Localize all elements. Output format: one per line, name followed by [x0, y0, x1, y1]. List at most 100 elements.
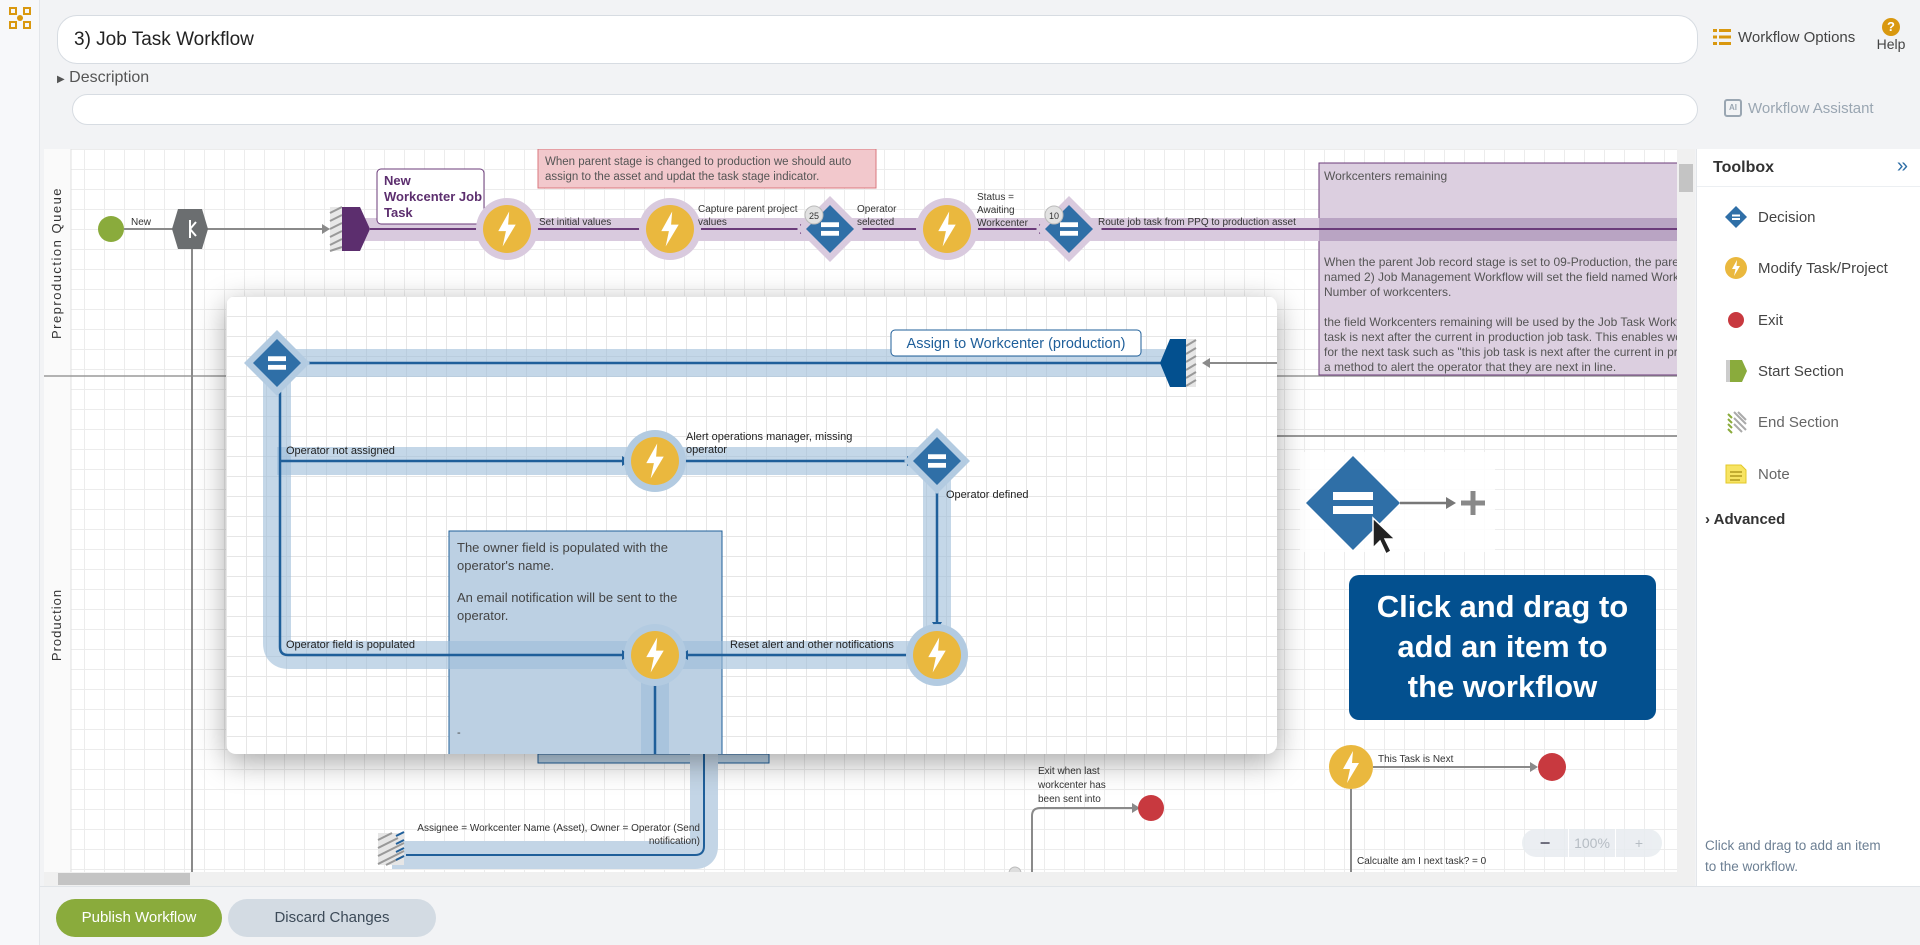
start-section-node[interactable]	[1160, 339, 1186, 387]
end-section-node[interactable]	[1185, 339, 1197, 387]
connector-label: notification)	[649, 836, 700, 847]
connector[interactable]	[1031, 807, 1136, 872]
description-toggle[interactable]: ▶ Description	[57, 69, 149, 87]
note-title: Workcenters remaining	[1324, 169, 1447, 183]
section-label-text: Task	[384, 205, 413, 220]
workflow-title-input[interactable]: 3) Job Task Workflow	[57, 15, 1698, 64]
note-text: Number of workcenters.	[1324, 285, 1451, 299]
description-input[interactable]	[72, 94, 1698, 125]
advanced-toggle[interactable]: › Advanced	[1705, 511, 1785, 528]
start-node[interactable]	[98, 216, 124, 242]
connector-label: Operator defined	[946, 489, 1029, 501]
horizontal-scrollbar[interactable]	[44, 872, 1695, 886]
modify-task-node[interactable]	[1329, 745, 1373, 789]
toolbox-item-exit[interactable]: Exit	[1724, 308, 1783, 332]
note-text: When the parent Job record stage is set …	[1324, 255, 1677, 269]
decision-node[interactable]	[1036, 196, 1102, 262]
advanced-label: Advanced	[1713, 511, 1786, 528]
end-section-node[interactable]	[377, 831, 405, 866]
section-label-box[interactable]: Assign to Workcenter (production)	[890, 329, 1142, 357]
connector-label: Operator	[857, 204, 897, 215]
vertical-scroll-thumb[interactable]	[1679, 164, 1693, 192]
connector-label: Workcenter	[977, 218, 1029, 229]
exit-node[interactable]	[1538, 753, 1566, 781]
ai-chip-icon: AI	[1724, 99, 1742, 117]
connector-label: Route job task from PPQ to production as…	[1098, 217, 1296, 228]
zoom-in-button[interactable]: +	[1634, 835, 1644, 851]
order-badge: 25	[804, 205, 824, 225]
cursor-icon	[1372, 516, 1397, 556]
caret-right-icon: ▶	[57, 74, 65, 85]
toolbox-item-end-section[interactable]: End Section	[1724, 410, 1839, 434]
list-icon	[1713, 29, 1731, 45]
exit-node[interactable]	[1138, 795, 1164, 821]
connector-label: Operator field is populated	[286, 639, 415, 651]
end-section-node[interactable]	[329, 206, 343, 252]
branch-node[interactable]	[172, 209, 208, 249]
badge-text: 10	[1049, 211, 1059, 221]
drag-hint-tooltip: Click and drag to add an item to the wor…	[1349, 575, 1656, 720]
decision-node[interactable]	[904, 428, 970, 494]
note-text: a method to alert the operator that they…	[1324, 360, 1616, 374]
decision-node[interactable]	[797, 196, 863, 262]
toolbox-item-label: Modify Task/Project	[1758, 259, 1888, 277]
note-pink[interactable]: When parent stage is changed to producti…	[537, 149, 877, 189]
badge-text: 25	[809, 211, 819, 221]
toolbox-item-modify-task[interactable]: Modify Task/Project	[1724, 256, 1888, 280]
note-blue[interactable]	[537, 753, 770, 764]
connector-label: This Task is Next	[1378, 754, 1454, 765]
toolbox-item-label: Exit	[1758, 311, 1784, 329]
workflow-logo-icon[interactable]	[8, 6, 32, 30]
note-text: the field Workcenters remaining will be …	[1324, 315, 1677, 329]
start-section-node[interactable]	[342, 207, 370, 251]
toolbox-item-note[interactable]: Note	[1724, 462, 1790, 486]
zoom-control: − 100% +	[1522, 829, 1662, 857]
help-button[interactable]: ? Help	[1873, 18, 1909, 52]
hint-line: Click and drag to add an item	[1705, 838, 1881, 853]
note-workcenters-remaining[interactable]: Workcenters remaining When the parent Jo…	[1318, 162, 1677, 376]
workflow-assistant-label: Workflow Assistant	[1748, 99, 1874, 117]
discard-changes-button[interactable]: Discard Changes	[228, 899, 436, 937]
add-icon[interactable]	[1461, 491, 1485, 515]
connector-label: values	[698, 217, 727, 228]
note-text: An email notification will be sent to th…	[457, 590, 677, 605]
zoom-out-button[interactable]: −	[1539, 833, 1551, 853]
modify-task-node[interactable]	[624, 624, 686, 686]
note-text: named 2) Job Management Workflow will se…	[1324, 270, 1677, 284]
section-zoom-panel: The owner field is populated with the op…	[226, 296, 1277, 754]
section-label-box[interactable]: New Workcenter Job Task	[376, 168, 485, 225]
tooltip-line: add an item to	[1397, 629, 1608, 664]
description-label: Description	[69, 69, 150, 86]
lightning-icon	[928, 637, 946, 673]
connectors[interactable]	[278, 361, 1161, 754]
vertical-scrollbar[interactable]	[1677, 149, 1695, 872]
decision-node[interactable]	[244, 330, 310, 396]
lane-label-preproduction: Preproduction Queue	[49, 187, 64, 339]
help-icon: ?	[1882, 18, 1900, 36]
toolbox-item-start-section[interactable]: Start Section	[1724, 359, 1844, 383]
modify-task-node[interactable]	[639, 198, 701, 260]
modify-task-node[interactable]	[906, 624, 968, 686]
modify-task-node[interactable]	[624, 430, 686, 492]
collapse-toolbox-button[interactable]: »	[1896, 155, 1908, 177]
toolbox-title: Toolbox	[1713, 159, 1775, 176]
publish-workflow-button[interactable]: Publish Workflow	[56, 899, 222, 937]
horizontal-scroll-thumb[interactable]	[58, 873, 190, 885]
modify-task-node[interactable]	[916, 198, 978, 260]
toolbox-item-label: Note	[1758, 465, 1790, 483]
connector-label: operator	[686, 444, 727, 456]
workflow-options-button[interactable]: Workflow Options	[1712, 27, 1855, 47]
connector[interactable]	[406, 754, 705, 856]
modify-task-node[interactable]	[476, 198, 538, 260]
toolbox-item-decision[interactable]: Decision	[1724, 205, 1816, 229]
note-text: task is next after the current in produc…	[1324, 330, 1677, 344]
workflow-assistant-button[interactable]: AI Workflow Assistant	[1724, 99, 1874, 117]
end-section-icon	[1724, 410, 1748, 434]
toolbox-panel: Toolbox » Decision Modify Task/Project E…	[1696, 149, 1920, 886]
help-label: Help	[1876, 36, 1906, 52]
connector-label: Alert operations manager, missing	[686, 431, 852, 443]
decision-icon	[1724, 205, 1748, 229]
start-label: New	[131, 217, 152, 228]
order-badge: 10	[1044, 205, 1064, 225]
connector-label: selected	[857, 217, 894, 228]
